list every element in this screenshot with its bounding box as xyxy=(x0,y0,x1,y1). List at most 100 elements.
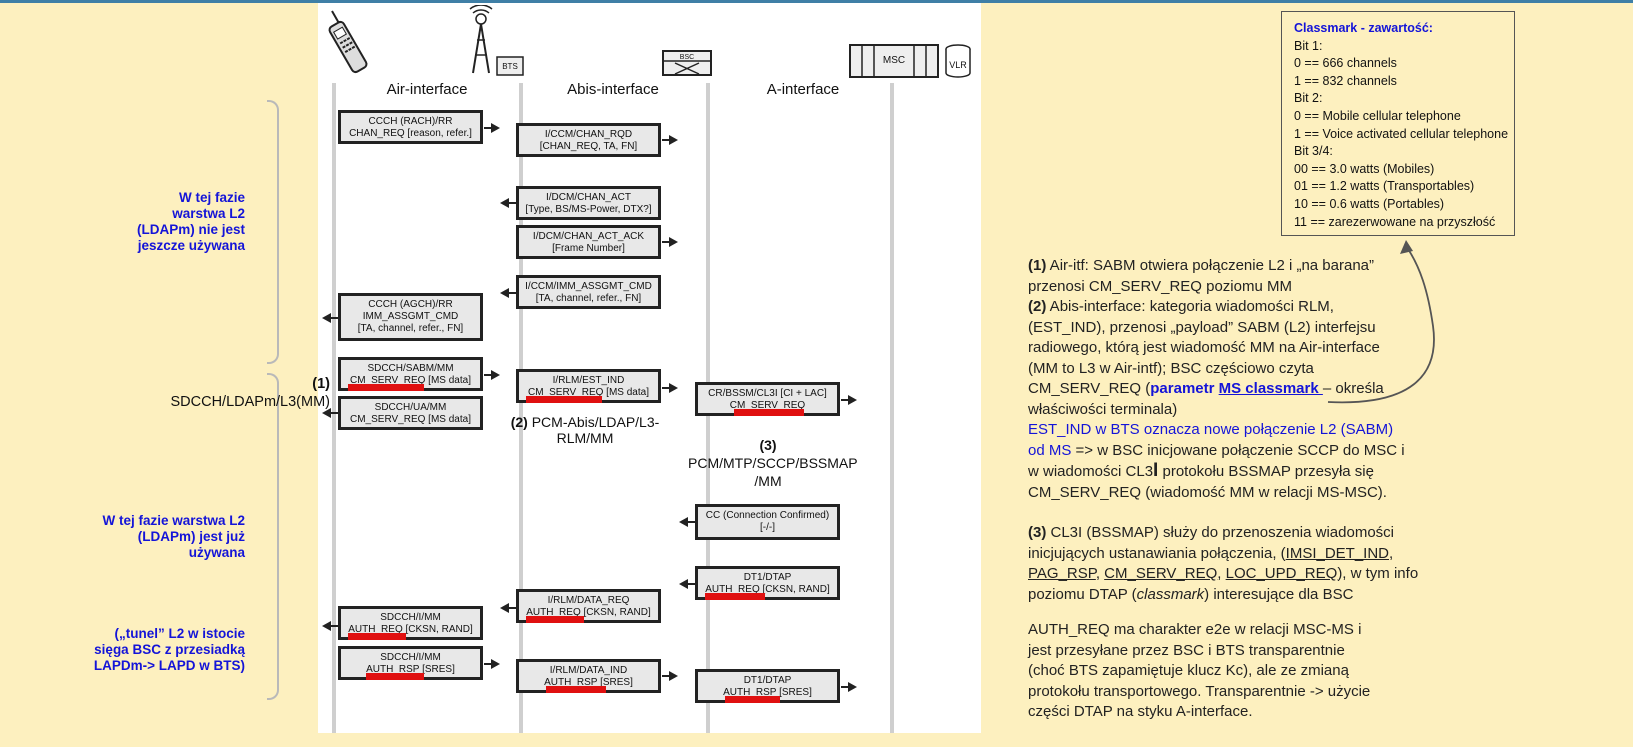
signalling-diagram: Air-interface Abis-interface A-interface… xyxy=(318,3,981,733)
note-line: warstwa L2 xyxy=(172,206,245,221)
msg-line: AUTH_REQ [CKSN, RAND] xyxy=(348,624,473,635)
arrow-right xyxy=(841,395,857,405)
msg-line: CCCH (AGCH)/RR xyxy=(368,299,453,310)
explanation-block-3: (3) CL3I (BSSMAP) służy do przenoszenia … xyxy=(1028,523,1458,605)
note-line: W tej fazie xyxy=(178,190,245,205)
msg-line: SDCCH/I/MM xyxy=(380,612,441,623)
expl-line: (2) Abis-interface: kategoria wiadomości… xyxy=(1028,297,1458,318)
msg-connection-confirmed: CC (Connection Confirmed) [-/-] xyxy=(695,504,840,540)
abis-protocol-text-1: PCM-Abis/LDAP/L3- xyxy=(531,414,660,430)
msg-line: AUTH_RSP [SRES] xyxy=(366,664,455,675)
note-line: W tej fazie warstwa L2 xyxy=(102,513,245,528)
msg-line: I/CCM/CHAN_RQD xyxy=(544,129,633,140)
classmark-line: 0 == 666 channels xyxy=(1294,56,1397,71)
note-line: sięga BSC z przesiadką xyxy=(94,642,245,657)
expl-underlined: CM_SERV_REQ xyxy=(1104,565,1218,582)
highlight-bar xyxy=(725,696,780,703)
classmark-line: 00 == 3.0 watts (Mobiles) xyxy=(1294,161,1435,176)
msg-line: AUTH_REQ [CKSN, RAND] xyxy=(705,584,830,595)
note-line: („tunel” L2 w istocie xyxy=(114,626,245,641)
expl-line: inicjujących ustanawiania połączenia, (I… xyxy=(1028,544,1458,565)
arrow-right xyxy=(484,659,500,669)
a-protocol-number: (3) xyxy=(759,437,777,453)
highlight-bar xyxy=(348,633,406,640)
explanation-block-4: AUTH_REQ ma charakter e2e w relacji MSC-… xyxy=(1028,620,1458,723)
expl-text-big: I xyxy=(1153,460,1159,481)
classmark-line: 01 == 1.2 watts (Transportables) xyxy=(1294,179,1475,194)
arrow-left xyxy=(500,198,516,208)
note-line: (LDAPm) jest już xyxy=(137,529,245,544)
note-line: używana xyxy=(188,545,245,560)
arrow-right xyxy=(662,237,678,247)
classmark-title: Classmark - zawartość: xyxy=(1294,21,1433,35)
msg-data-ind: I/RLM/DATA_IND AUTH_RSP [SRES] xyxy=(516,659,661,693)
msg-chan-rqd: I/CCM/CHAN_RQD [CHAN_REQ, TA, FN] xyxy=(516,123,661,157)
expl-text: => w BSC inicjowane połączenie SCCP do M… xyxy=(1071,441,1405,459)
ms-classmark-link[interactable]: MS classmark xyxy=(1218,380,1323,397)
explanation-block-1-2: (1) Air-itf: SABM otwiera połączenie L2 … xyxy=(1028,256,1458,503)
msc-lane-line xyxy=(890,83,894,733)
expl-text: , xyxy=(1095,565,1105,582)
expl-text: CM_SERV_REQ ( xyxy=(1028,380,1151,397)
abis-protocol-number: (2) xyxy=(510,414,528,430)
expl-underlined: PAG_RSP xyxy=(1028,565,1096,582)
arrow-left xyxy=(322,408,338,418)
phase2-brace xyxy=(267,373,279,700)
highlight-bar xyxy=(366,673,424,680)
classmark-line: 1 == Voice activated cellular telephone xyxy=(1294,126,1509,141)
abis-protocol-text-2: RLM/MM xyxy=(556,430,614,446)
expl-text: Air-itf: SABM otwiera połączenie L2 i „n… xyxy=(1046,257,1374,274)
expl-line: AUTH_REQ ma charakter e2e w relacji MSC-… xyxy=(1028,621,1362,638)
air-interface-label: Air-interface xyxy=(386,81,468,98)
arrow-left xyxy=(679,517,695,527)
bts-lane-line xyxy=(519,83,523,733)
arrow-right xyxy=(662,383,678,393)
arrow-right xyxy=(484,123,500,133)
msg-line: I/RLM/DATA_IND xyxy=(549,665,628,676)
abis-protocol-label: (2) PCM-Abis/LDAP/L3- RLM/MM xyxy=(510,414,660,446)
expl-param-bold: parametr xyxy=(1150,380,1219,397)
a-protocol-label: (3) PCM/MTP/SCCP/BSSMAP /MM xyxy=(688,436,858,490)
expl-num-3: (3) xyxy=(1028,524,1047,541)
arrow-left xyxy=(679,579,695,589)
msg-dt1-auth-req: DT1/DTAP AUTH_REQ [CKSN, RAND] xyxy=(695,566,840,600)
msg-line: CM_SERV_REQ [MS data] xyxy=(350,375,471,386)
msg-chan-act-ack: I/DCM/CHAN_ACT_ACK [Frame Number] xyxy=(516,225,661,259)
a-protocol-text-1: PCM/MTP/SCCP/BSSMAP xyxy=(688,455,858,471)
msg-line: [TA, channel, refer., FN] xyxy=(535,293,642,304)
arrow-right xyxy=(662,671,678,681)
arrow-right xyxy=(662,135,678,145)
classmark-line: 10 == 0.6 watts (Portables) xyxy=(1294,196,1445,211)
msg-line: [Frame Number] xyxy=(552,243,625,254)
sdcch-label: (1) SDCCH/LDAPm/L3(MM) xyxy=(170,375,330,411)
note-line: LAPDm-> LAPD w BTS) xyxy=(93,658,245,673)
msg-ua-cm-serv-req: SDCCH/UA/MM CM_SERV_REQ [MS data] xyxy=(338,396,483,430)
highlight-bar xyxy=(705,593,765,600)
highlight-bar xyxy=(734,409,804,416)
expl-text: CL3I (BSSMAP) służy do przenoszenia wiad… xyxy=(1046,524,1395,541)
expl-line: protokołu transportowego. Transparentnie… xyxy=(1028,682,1371,700)
mobile-phone-icon xyxy=(328,10,368,74)
antenna-tower-icon: BTS xyxy=(469,5,524,76)
expl-text: , xyxy=(1389,544,1394,562)
arrow-left xyxy=(322,621,338,631)
expl-text-blue: od MS xyxy=(1028,441,1072,459)
expl-italic: classmark xyxy=(1136,585,1205,603)
msg-line: CCCH (RACH)/RR xyxy=(368,116,453,127)
msg-line: [CHAN_REQ, TA, FN] xyxy=(539,141,638,152)
classmark-line: Bit 2: xyxy=(1294,91,1323,106)
expl-line: w wiadomości CL3I protokołu BSSMAP przes… xyxy=(1028,460,1458,483)
expl-underlined: IMSI_DET_IND xyxy=(1285,544,1390,562)
msg-line: AUTH_RSP [SRES] xyxy=(723,687,812,698)
sdcch-text: SDCCH/LDAPm/L3(MM) xyxy=(170,394,330,410)
classmark-line: 1 == 832 channels xyxy=(1294,73,1397,88)
expl-line: radiowego, którą jest wiadomość MM na Ai… xyxy=(1028,339,1380,356)
expl-line: PAG_RSP, CM_SERV_REQ, LOC_UPD_REQ), w ty… xyxy=(1028,564,1458,585)
msg-line: DT1/DTAP xyxy=(743,675,792,686)
expl-text: ) interesujące dla BSC xyxy=(1204,585,1354,603)
msg-line: [TA, channel, refer., FN] xyxy=(357,323,464,334)
msg-line: CM_SERV_REQ [MS data] xyxy=(350,414,471,425)
expl-line: CM_SERV_REQ (wiadomość MM w relacji MS-M… xyxy=(1028,483,1387,501)
msg-line: I/RLM/DATA_REQ xyxy=(547,595,630,606)
bsc-icon: BSC xyxy=(662,50,712,76)
